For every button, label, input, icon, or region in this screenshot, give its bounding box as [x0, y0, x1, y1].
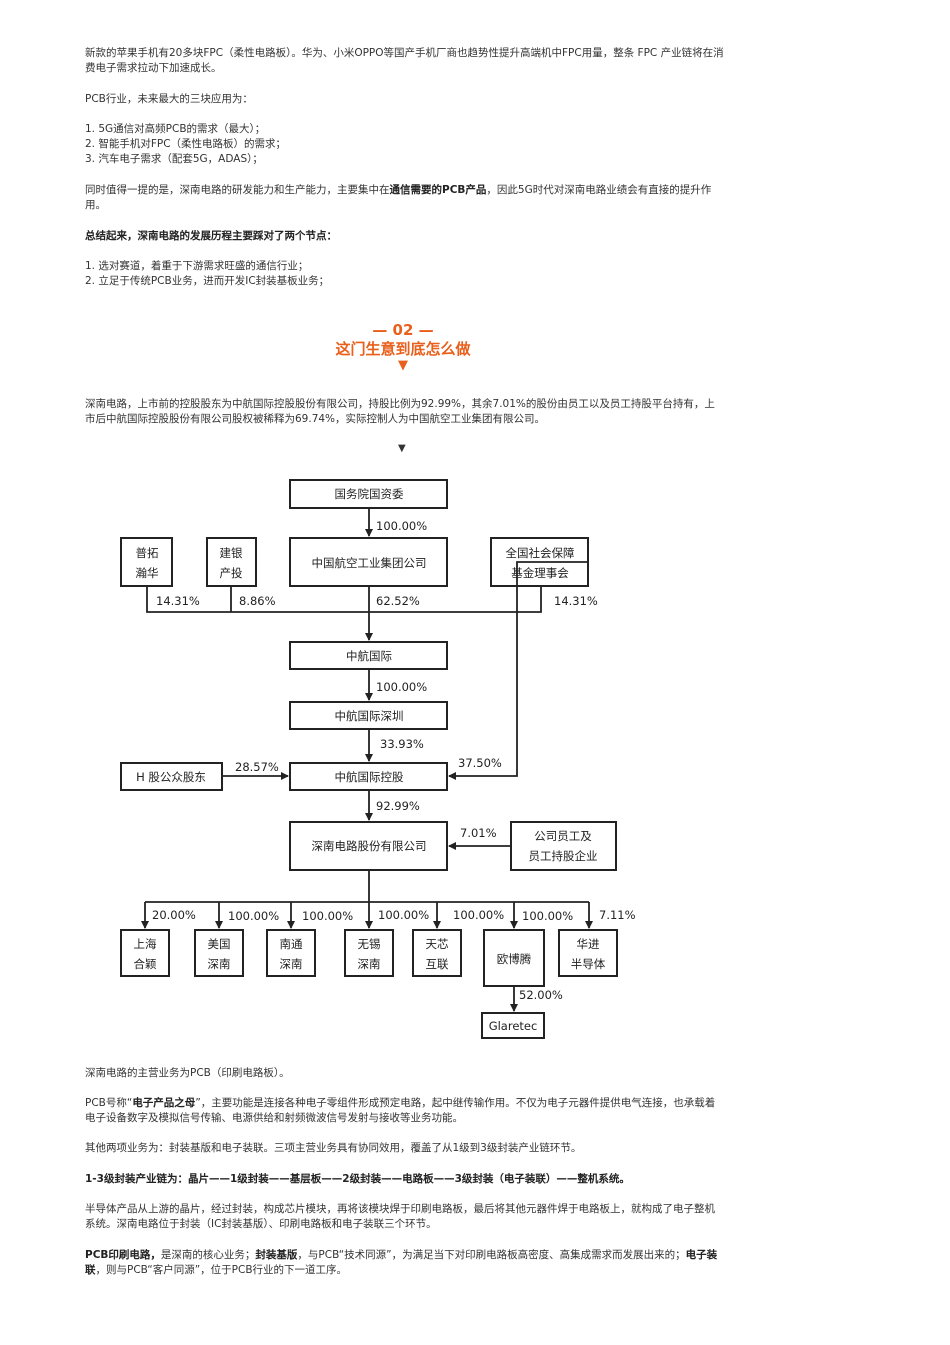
pcb-paragraph: PCB号称“电子产品之母”，主要功能是连接各种电子零组件形成预定电路，起中继传输… — [85, 1097, 716, 1124]
pct-ssf: 14.31% — [554, 594, 598, 608]
down-arrow-icon: ▼ — [398, 443, 406, 454]
section-title: 这门生意到底怎么做 — [335, 340, 471, 358]
pct-employees: 7.01% — [460, 826, 497, 840]
label-ssf-2: 基金理事会 — [511, 566, 569, 580]
bold-assembly: 电子装联 — [85, 1249, 718, 1276]
label-sub1-2: 合颖 — [134, 957, 157, 971]
node-sub3 — [266, 929, 316, 977]
pct-sub1: 20.00% — [152, 908, 196, 922]
list-item: 1. 5G通信对高频PCB的需求（最大）； — [85, 123, 266, 135]
core-business-paragraph: PCB印刷电路，是深南的核心业务；封装基版，与PCB“技术同源”，为满足当下对印… — [85, 1249, 718, 1276]
application-list: 1. 5G通信对高频PCB的需求（最大）； 2. 智能手机对FPC（柔性电路板）… — [85, 122, 725, 167]
pct-holding-scc: 92.99% — [376, 799, 420, 813]
intro-paragraph-fpc: 新款的苹果手机有20多块FPC（柔性电路板）。华为、小米OPPO等国产手机厂商也… — [85, 47, 724, 74]
summary-title: 总结起来，深南电路的发展历程主要踩对了两个节点： — [85, 230, 337, 242]
label-sub1-1: 上海 — [134, 937, 157, 951]
label-sub2-1: 美国 — [208, 937, 231, 951]
label-avic: 中国航空工业集团公司 — [312, 556, 427, 570]
label-sub5-2: 互联 — [426, 957, 449, 971]
label-sub7-2: 半导体 — [571, 957, 606, 971]
list-item: 2. 立足于传统PCB业务，进而开发IC封装基板业务； — [85, 275, 330, 287]
main-business-paragraph: 深南电路的主营业务为PCB（印刷电路板）。 — [85, 1067, 290, 1079]
pct-intl-sz: 100.00% — [376, 680, 427, 694]
semiconductor-paragraph: 半导体产品从上游的晶片，经过封装，构成芯片模块，再将该模块焊于印刷电路板，最后将… — [85, 1203, 715, 1230]
pct-sub2: 100.00% — [228, 909, 279, 923]
list-item: 3. 汽车电子需求（配套5G，ADAS）； — [85, 153, 263, 165]
label-sub7-1: 华进 — [577, 937, 600, 951]
list-item: 1. 选对赛道，着重于下游需求旺盛的通信行业； — [85, 260, 309, 272]
label-scc: 深南电路股份有限公司 — [312, 839, 427, 853]
label-avic-intl: 中航国际 — [346, 649, 392, 663]
label-employees-2: 员工持股企业 — [529, 849, 598, 863]
pct-ccb: 8.86% — [239, 594, 276, 608]
other-business-paragraph: 其他两项业务为：封装基版和电子装联。三项主营业务具有协同效用，覆盖了从1级到3级… — [85, 1142, 582, 1154]
node-glaretec — [481, 1012, 545, 1039]
pct-ssf-holding: 37.50% — [458, 756, 502, 770]
pct-h-share: 28.57% — [235, 760, 279, 774]
pct-sub4: 100.00% — [378, 908, 429, 922]
label-employees-1: 公司员工及 — [534, 829, 592, 843]
bold-mother-of-electronics: 电子产品之母 — [132, 1097, 196, 1109]
label-putuo-1: 普拓 — [136, 546, 159, 560]
pct-sz-holding: 33.93% — [380, 737, 424, 751]
label-putuo-2: 瀚华 — [136, 566, 159, 580]
pct-avic: 62.52% — [376, 594, 420, 608]
bold-substrate: 封装基版 — [255, 1249, 298, 1261]
pct-glaretec: 52.00% — [519, 988, 563, 1002]
ownership-paragraph: 深南电路，上市前的控股股东为中航国际控股股份有限公司，持股比例为92.99%，其… — [85, 398, 715, 425]
label-sub3-2: 深南 — [280, 957, 303, 971]
pct-sub7: 7.11% — [599, 908, 636, 922]
label-sub5-1: 天芯 — [426, 937, 449, 951]
label-sub2-2: 深南 — [208, 957, 231, 971]
label-h-share: H 股公众股东 — [136, 770, 206, 784]
section-arrow-icon: ▼ — [398, 358, 408, 373]
label-ccb-2: 产投 — [220, 566, 243, 580]
label-avic-intl-sz: 中航国际深圳 — [335, 709, 404, 723]
node-sub1 — [120, 929, 170, 977]
label-sub6: 欧博腾 — [497, 952, 532, 966]
node-sub4 — [344, 929, 394, 977]
pct-sub5: 100.00% — [453, 908, 504, 922]
bold-pcb-products: 通信需要的PCB产品 — [389, 184, 487, 196]
label-glaretec: Glaretec — [489, 1019, 538, 1033]
label-ccb-1: 建银 — [220, 546, 243, 560]
label-sub4-1: 无锡 — [358, 937, 381, 951]
pct-sub3: 100.00% — [302, 909, 353, 923]
label-sub3-1: 南通 — [280, 937, 303, 951]
chain-paragraph: 1-3级封装产业链为：晶片——1级封装——基层板——2级封装——电路板——3级封… — [85, 1173, 630, 1185]
node-sub7 — [558, 929, 618, 977]
label-sub4-2: 深南 — [358, 957, 381, 971]
label-avic-holding: 中航国际控股 — [335, 770, 404, 784]
pct-sasac-avic: 100.00% — [376, 519, 427, 533]
node-sub5 — [412, 929, 462, 977]
intro-paragraph-pcb-applications: PCB行业，未来最大的三块应用为： — [85, 93, 253, 105]
pct-sub6: 100.00% — [522, 909, 573, 923]
pct-putuo: 14.31% — [156, 594, 200, 608]
label-ssf-1: 全国社会保障 — [506, 546, 575, 560]
section-number: — 02 — — [372, 321, 434, 339]
label-sasac: 国务院国资委 — [335, 487, 404, 501]
bold-pcb: PCB印刷电路， — [85, 1249, 161, 1261]
intro-paragraph-capability: 同时值得一提的是，深南电路的研发能力和生产能力，主要集中在通信需要的PCB产品，… — [85, 184, 712, 211]
section-header: — 02 — 这门生意到底怎么做 ▼ — [0, 321, 806, 373]
summary-list: 1. 选对赛道，着重于下游需求旺盛的通信行业； 2. 立足于传统PCB业务，进而… — [85, 259, 725, 289]
list-item: 2. 智能手机对FPC（柔性电路板）的需求； — [85, 138, 287, 150]
node-sub2 — [194, 929, 244, 977]
